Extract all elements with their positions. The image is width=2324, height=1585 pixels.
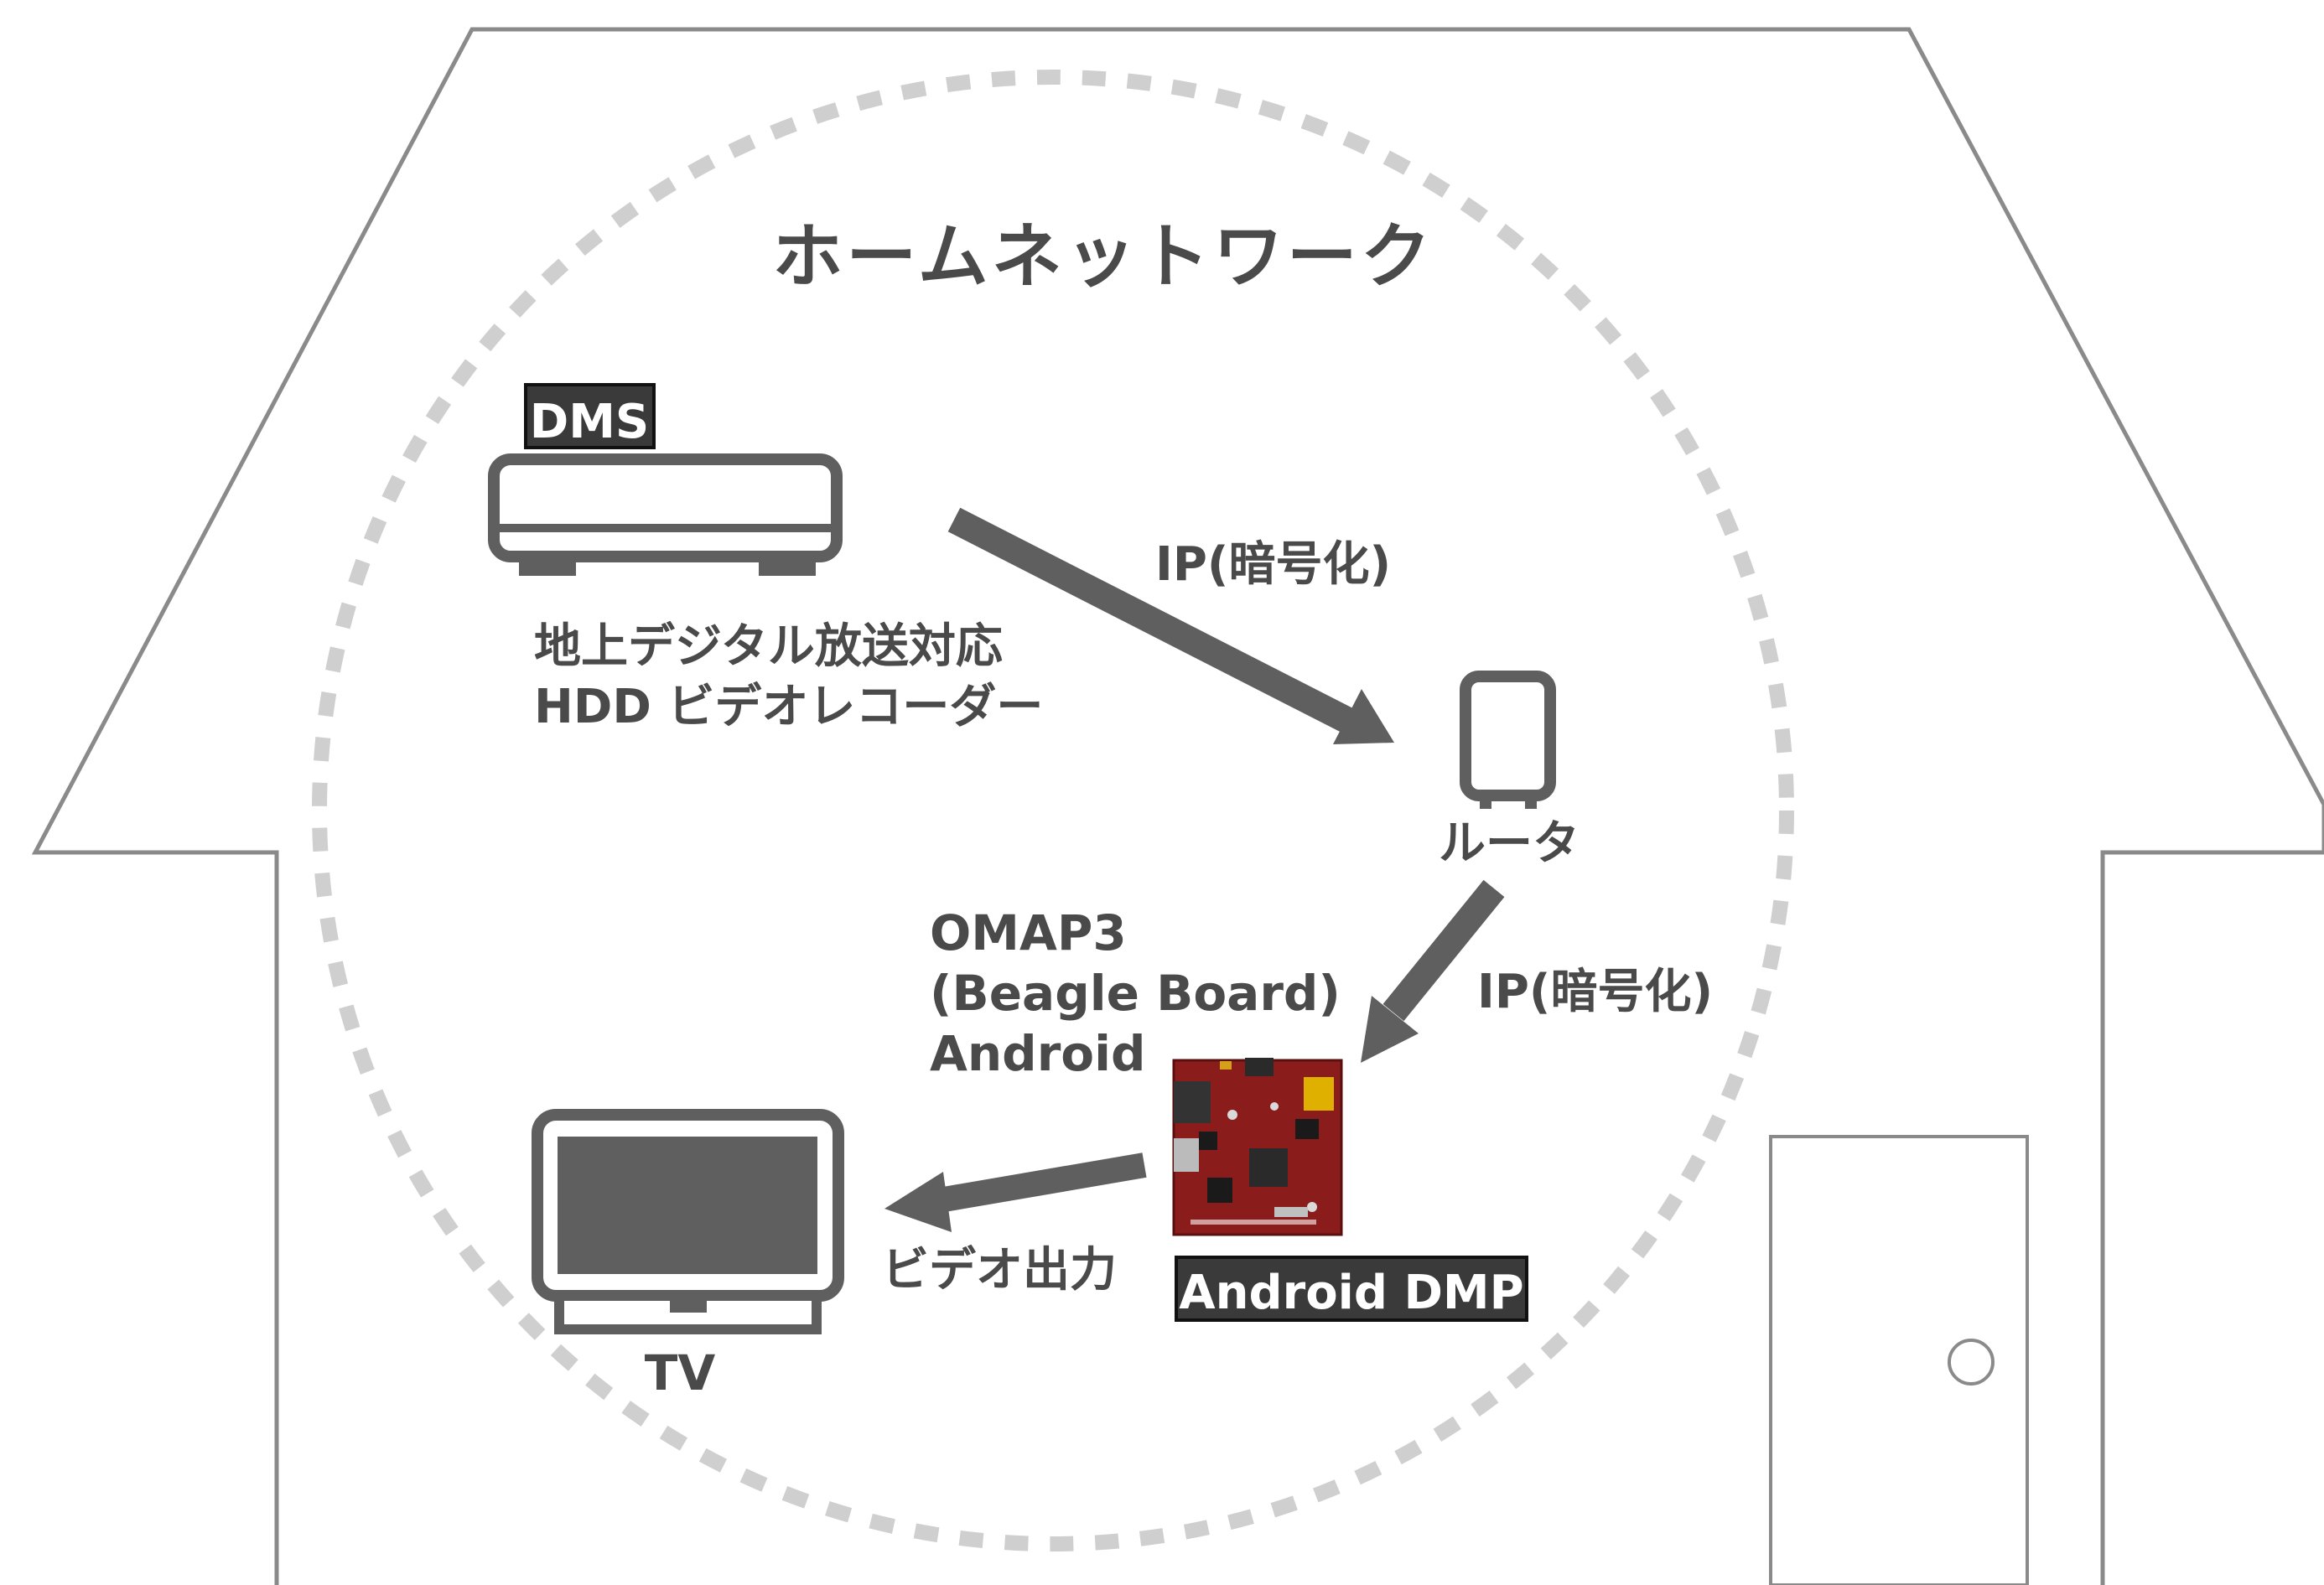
dms-badge-label: DMS <box>530 395 650 449</box>
arrow-router-to-dmp <box>1361 879 1505 1063</box>
link-label-dms-router: IP(暗号化) <box>1155 537 1391 592</box>
dms-badge: DMS <box>524 383 656 449</box>
link-label-router-dmp: IP(暗号化) <box>1477 965 1713 1019</box>
page-title: ホームネットワーク <box>772 215 1434 298</box>
arrow-dmp-to-tv <box>884 1152 1147 1232</box>
android-dmp-badge-label: Android DMP <box>1179 1266 1523 1320</box>
router-icon <box>1460 671 1556 809</box>
arrow-dms-to-router <box>947 507 1394 744</box>
board-label-line2: (Beagle Board) <box>930 965 1341 1022</box>
door-icon <box>1769 1135 2029 1585</box>
dms-label-line2: HDD ビデオレコーダー <box>534 680 1043 734</box>
router-label: ルータ <box>1439 816 1580 871</box>
board-label-line1: OMAP3 <box>930 904 1127 961</box>
link-label-dmp-tv: ビデオ出力 <box>882 1243 1117 1298</box>
house-outline <box>31 27 2324 1585</box>
dms-label-line1: 地上デジタル放送対応 <box>534 619 1003 674</box>
recorder-icon <box>488 453 843 576</box>
board-label-line3: Android <box>930 1025 1146 1082</box>
network-boundary <box>312 70 1794 1551</box>
tv-icon <box>532 1109 844 1334</box>
android-dmp-badge: Android DMP <box>1175 1256 1528 1322</box>
beagle-board-image <box>1172 1058 1343 1236</box>
tv-label: TV <box>645 1344 716 1401</box>
